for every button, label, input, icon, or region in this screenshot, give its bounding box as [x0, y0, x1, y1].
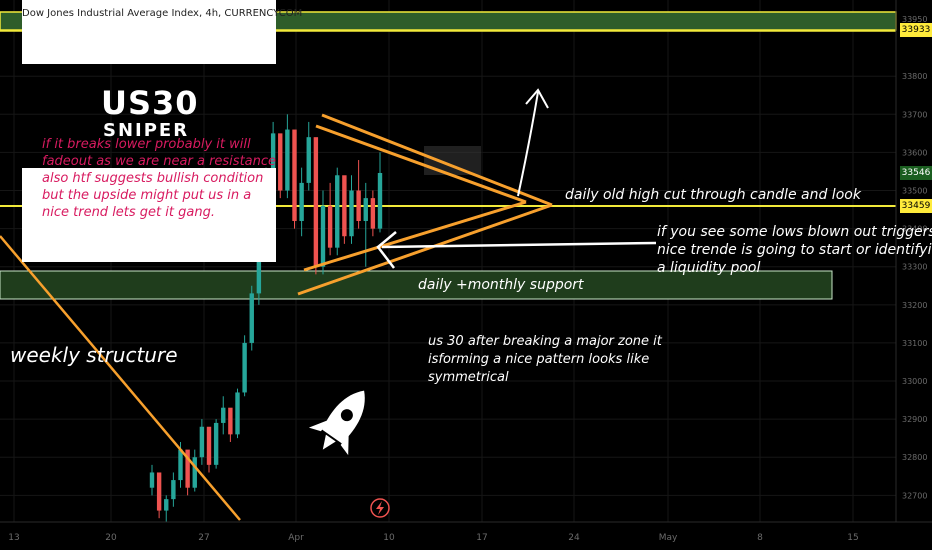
up-arrow-head: [525, 88, 549, 109]
note-backdrop: [22, 168, 276, 262]
weekly-trendline: [0, 235, 241, 521]
y-tick-label: 33200: [902, 301, 927, 310]
chart-title: Dow Jones Industrial Average Index, 4h, …: [22, 8, 303, 19]
price-tag-level: 33459: [900, 199, 932, 213]
y-tick-label: 33600: [902, 148, 927, 157]
candle-body: [149, 472, 155, 488]
candle-body: [306, 137, 311, 183]
y-tick-label: 33500: [902, 187, 927, 196]
candle-body: [199, 426, 205, 458]
candle-body: [178, 449, 183, 481]
daily-old-high-label: daily old high cut through candle and lo…: [565, 187, 861, 203]
triangle-upper-2: [321, 113, 553, 207]
candle-body: [363, 198, 368, 221]
x-tick-label: 8: [757, 533, 763, 543]
weekly-structure-label: weekly structure: [10, 343, 178, 367]
candle-body: [313, 137, 319, 267]
us30-note-line3: symmetrical: [428, 370, 509, 385]
x-tick-label: 20: [105, 533, 117, 543]
x-tick-label: 10: [383, 533, 395, 543]
lows-note-line1: if you see some lows blown out triggers: [657, 224, 932, 240]
logo-us30: US30: [101, 84, 199, 122]
candle-body: [171, 480, 176, 500]
candle-body: [249, 293, 254, 343]
price-tag-current: 33546: [900, 166, 932, 180]
y-tick-label: 33100: [902, 339, 927, 348]
legend-box: Dow Jones Industrial Average Index, 4h, …: [22, 0, 302, 64]
y-tick-label: 33800: [902, 72, 927, 81]
x-tick-label: 24: [568, 533, 580, 543]
support-zone: [0, 270, 833, 300]
candle-body: [342, 175, 347, 237]
x-tick-label: 17: [476, 533, 487, 543]
analysis-note: if it breaks lower probably it will fade…: [42, 137, 277, 220]
x-tick-label: May: [659, 533, 678, 543]
us30-note-line1: us 30 after breaking a major zone it: [428, 334, 662, 349]
candle-body: [185, 449, 190, 488]
candle-body: [292, 129, 297, 221]
candle-body: [285, 129, 290, 191]
up-arrow-shaft: [517, 91, 539, 197]
x-tick-label: 13: [8, 533, 19, 543]
us30-note-line2: isforming a nice pattern looks like: [428, 352, 650, 367]
candle-body: [320, 205, 326, 267]
lows-note-line2: nice trende is going to start or identif…: [657, 242, 932, 258]
candle-body: [349, 190, 354, 237]
candle-body: [256, 236, 262, 294]
candle-body: [156, 472, 162, 511]
left-arrow-shaft: [381, 241, 657, 249]
highlight-box: [424, 146, 481, 175]
candle-body: [164, 499, 169, 511]
y-tick-label: 32700: [902, 491, 927, 500]
logo-sniper: SNIPER: [103, 120, 190, 141]
candle-body: [235, 392, 240, 435]
candle-body: [213, 422, 219, 465]
candle-body: [242, 342, 247, 393]
candle-body: [299, 182, 304, 221]
support-label: daily +monthly support: [418, 277, 584, 293]
candle-body: [270, 133, 276, 176]
lows-note: if you see some lows blown out triggers …: [657, 223, 932, 277]
candle-body: [221, 407, 226, 423]
triangle-lower-2: [297, 203, 553, 296]
y-tick-label: 33300: [902, 263, 927, 272]
candle-body: [335, 175, 340, 248]
candle-body: [356, 190, 361, 221]
candle-body: [370, 198, 376, 229]
x-tick-label: 15: [847, 533, 858, 543]
candle-body: [192, 457, 197, 488]
y-tick-label: 33950: [902, 15, 927, 24]
y-tick-label: 32800: [902, 453, 927, 462]
triangle-upper-1: [315, 124, 527, 204]
x-tick-label: Apr: [288, 533, 304, 543]
y-tick-label: 32900: [902, 415, 927, 424]
trendline-drawings: [0, 88, 657, 521]
y-tick-label: 33000: [902, 377, 927, 386]
candle-body: [377, 172, 383, 229]
triangle-lower-1: [303, 200, 527, 272]
y-tick-label: 33700: [902, 110, 927, 119]
lows-note-line3: a liquidity pool: [657, 260, 761, 276]
candle-body: [327, 205, 333, 248]
us30-note: us 30 after breaking a major zone it isf…: [428, 333, 662, 387]
candle-body: [206, 426, 212, 465]
candle-body: [278, 133, 283, 191]
x-tick-label: 27: [198, 533, 209, 543]
candlestick-series: [149, 114, 383, 522]
y-tick-label: 33400: [902, 225, 927, 234]
candle-body: [228, 407, 233, 435]
price-tag-top: 33933: [900, 23, 932, 37]
left-arrow-head: [376, 231, 397, 269]
